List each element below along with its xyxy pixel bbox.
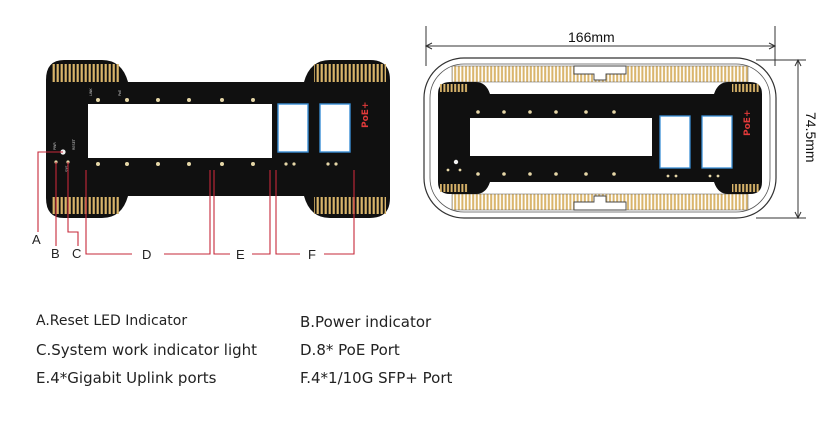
reset-label: RESET bbox=[72, 138, 76, 150]
top-led-row bbox=[96, 98, 255, 102]
device-diagram: LINK PoE RESET PWR SYS PoE+ A B C D E F bbox=[32, 26, 819, 262]
fins-top-left bbox=[52, 64, 120, 82]
mount-bracket-top bbox=[573, 65, 627, 81]
callout-a: A bbox=[32, 232, 41, 247]
callout-f: F bbox=[308, 247, 316, 262]
side-rj45-window bbox=[470, 118, 652, 156]
height-dimension bbox=[756, 58, 806, 220]
side-poe-logo: PoE+ bbox=[743, 110, 753, 136]
fins-top-right bbox=[314, 64, 386, 82]
callout-lines bbox=[37, 151, 355, 255]
height-label: 74.5mm bbox=[803, 112, 819, 163]
side-sfp-port-2 bbox=[701, 115, 733, 169]
callout-b: B bbox=[51, 246, 60, 261]
legend-d: D.8* PoE Port bbox=[300, 341, 400, 359]
dimension-view: 166mm 74.5mm bbox=[423, 26, 819, 220]
callout-d: D bbox=[142, 247, 151, 262]
poe-led-label: PoE bbox=[118, 90, 122, 96]
front-panel: LINK PoE RESET PWR SYS PoE+ A B C D E F bbox=[32, 60, 390, 262]
width-label: 166mm bbox=[568, 29, 615, 45]
sys-label: SYS bbox=[65, 166, 69, 172]
callout-c: C bbox=[72, 246, 81, 261]
side-bottom-led-row bbox=[476, 172, 720, 178]
link-led-label: LINK bbox=[89, 88, 93, 96]
side-top-led-row bbox=[476, 110, 616, 114]
sfp-port-1 bbox=[277, 103, 309, 153]
side-reset-indicator bbox=[453, 159, 459, 165]
width-dimension bbox=[424, 26, 777, 66]
pwr-label: PWR bbox=[53, 142, 57, 150]
legend-c: C.System work indicator light bbox=[36, 341, 258, 359]
sfp-port-2 bbox=[319, 103, 351, 153]
callout-e: E bbox=[236, 247, 245, 262]
legend-b: B.Power indicator bbox=[300, 313, 432, 331]
legend-e: E.4*Gigabit Uplink ports bbox=[36, 369, 217, 387]
fins-bottom-right bbox=[314, 197, 386, 214]
poe-logo: PoE+ bbox=[361, 102, 371, 128]
legend-a: A.Reset LED Indicator bbox=[36, 313, 188, 329]
rj45-port-window bbox=[88, 104, 272, 158]
legend-f: F.4*1/10G SFP+ Port bbox=[300, 369, 453, 387]
bottom-led-row bbox=[96, 162, 338, 166]
side-sfp-port-1 bbox=[659, 115, 691, 169]
mount-bracket-bottom bbox=[573, 195, 627, 211]
